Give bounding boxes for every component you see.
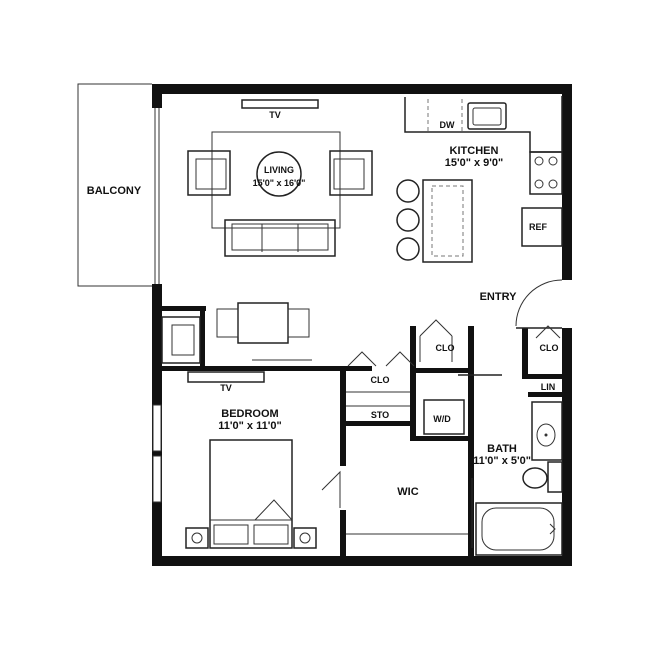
exterior-walls — [152, 84, 572, 566]
nightstand-chair — [161, 316, 201, 364]
balcony: BALCONY — [77, 83, 152, 287]
armchair-right — [329, 150, 373, 196]
closet-entry: CLO — [419, 319, 455, 362]
washer-dryer: W/D — [423, 399, 465, 435]
kitchen-label: KITCHEN — [450, 145, 499, 157]
sofa — [224, 219, 336, 257]
tv-bedroom: TV — [187, 371, 265, 393]
kitchen-counter — [404, 96, 563, 153]
closet-hall-label: CLO — [371, 375, 390, 385]
tv-bedroom-label: TV — [220, 383, 232, 393]
tv-living: TV — [241, 99, 319, 120]
armchair-left — [187, 150, 231, 196]
bed — [209, 439, 293, 549]
dining-table — [216, 302, 310, 344]
wic: WIC — [321, 470, 468, 535]
bath-vanity — [531, 401, 563, 461]
bedroom-label: BEDROOM — [221, 408, 278, 420]
kitchen-dims: 15'0" x 9'0" — [445, 157, 503, 169]
tv-living-label: TV — [269, 110, 281, 120]
closet-entry-label: CLO — [436, 343, 455, 353]
kitchen-sink — [467, 102, 507, 130]
interior-walls — [160, 306, 566, 558]
refrigerator-label: REF — [529, 222, 548, 232]
living-dims: 15'0" x 16'0" — [253, 178, 306, 188]
kitchen-island — [422, 179, 473, 263]
closet-hall: CLO — [346, 351, 415, 393]
bath-label: BATH — [487, 443, 517, 455]
living-label: LIVING — [264, 165, 294, 175]
refrigerator: REF — [521, 207, 563, 247]
bar-stools — [396, 179, 420, 261]
bath-dims: 11'0" x 5'0" — [473, 455, 531, 467]
range — [529, 151, 563, 195]
bathtub — [475, 502, 563, 556]
balcony-label: BALCONY — [87, 185, 142, 197]
closet-right-label: CLO — [540, 343, 559, 353]
balcony-door — [154, 108, 160, 284]
nightstands — [185, 527, 317, 549]
closet-right: CLO — [535, 325, 561, 353]
coffee-table: LIVING 15'0" x 16'0" — [253, 151, 306, 197]
bedroom-dims: 11'0" x 11'0" — [218, 420, 281, 432]
entry-label: ENTRY — [480, 291, 518, 303]
storage-label: STO — [371, 410, 389, 420]
entry-door — [515, 279, 563, 329]
toilet — [522, 461, 563, 493]
living-rug — [211, 131, 341, 229]
bedroom-window — [152, 404, 162, 503]
dishwasher: DW — [440, 120, 455, 130]
washer-dryer-label: W/D — [433, 414, 451, 424]
wic-label: WIC — [397, 486, 418, 498]
dishwasher-label: DW — [440, 120, 455, 130]
linen-label: LIN — [541, 382, 556, 392]
storage: STO — [346, 405, 410, 420]
